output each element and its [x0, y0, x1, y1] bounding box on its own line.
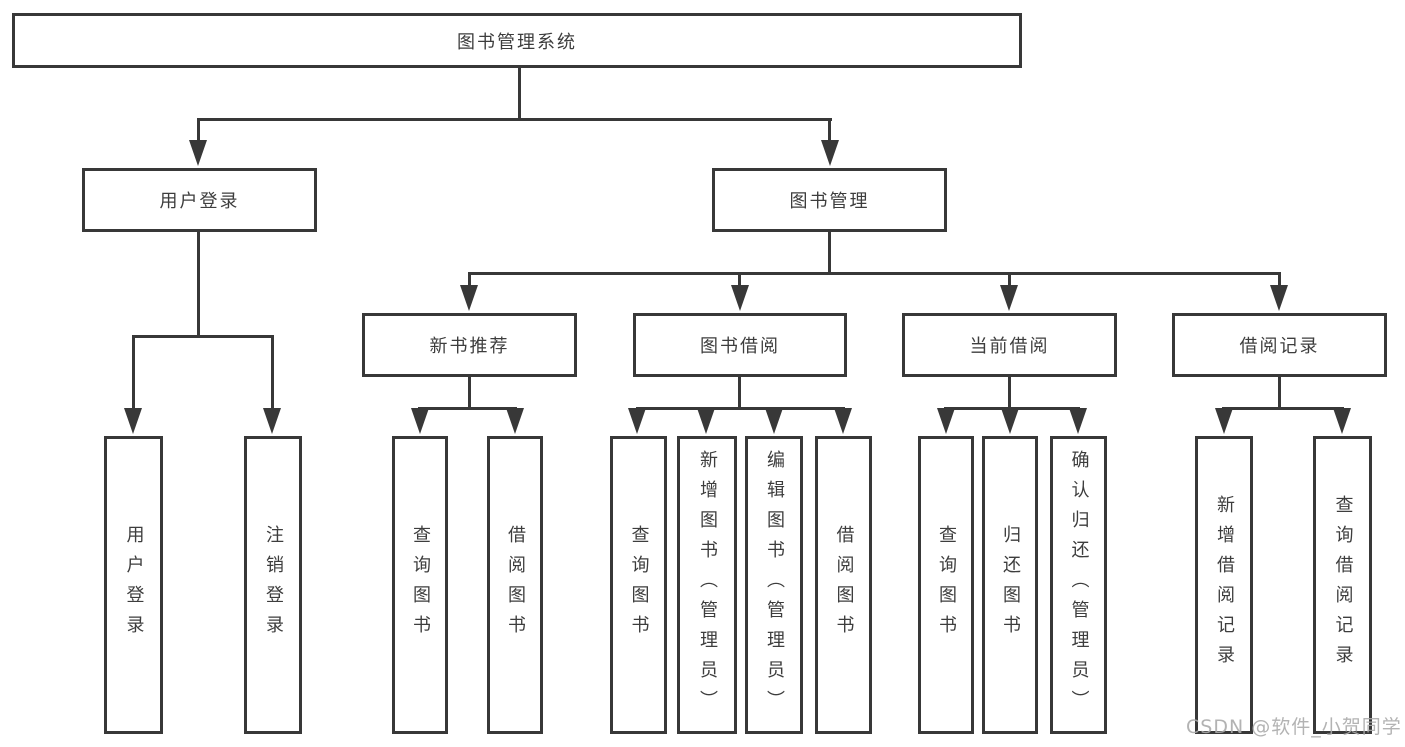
node-bb-query-book-label: 查询图书 [628, 525, 650, 645]
node-user-login-label: 用户登录 [159, 191, 240, 212]
connector-book-mgmt-branch [468, 272, 1281, 275]
node-cb-return-book: 归还图书 [982, 436, 1038, 734]
node-ul-logout-label: 注销登录 [263, 525, 284, 645]
node-ul-user-login: 用户登录 [104, 436, 163, 734]
arrowhead-book-mgmt [821, 140, 839, 166]
csdn-watermark: CSDN @软件_小贺同学 [1186, 716, 1402, 738]
node-root: 图书管理系统 [12, 13, 1022, 68]
node-br-add-record: 新增借阅记录 [1195, 436, 1253, 734]
node-book-borrow-label: 图书借阅 [700, 336, 780, 357]
connector-current-borrow-stem [1008, 377, 1011, 407]
node-br-add-record-label: 新增借阅记录 [1214, 495, 1235, 675]
arrowhead-cb-confirm-return [1069, 408, 1087, 434]
arrowhead-user-login [189, 140, 207, 166]
connector-new-book-rec-branch [418, 407, 517, 410]
connector-new-book-rec-stem [468, 377, 471, 407]
node-new-book-rec-label: 新书推荐 [429, 336, 510, 357]
node-ul-logout: 注销登录 [244, 436, 302, 734]
node-current-borrow-label: 当前借阅 [969, 336, 1050, 357]
connector-book-borrow-branch [636, 407, 845, 410]
node-ul-user-login-label: 用户登录 [123, 525, 145, 645]
connector-drop-borrow-records [1278, 272, 1281, 286]
node-book-mgmt: 图书管理 [712, 168, 947, 232]
connector-borrow-records-stem [1278, 377, 1281, 407]
arrowhead-bb-borrow-book [834, 408, 852, 434]
connector-user-login-stem [197, 232, 200, 335]
connector-book-borrow-stem [738, 377, 741, 407]
connector-book-mgmt-stem [828, 232, 831, 272]
node-br-query-record: 查询借阅记录 [1313, 436, 1372, 734]
node-book-mgmt-label: 图书管理 [789, 191, 870, 212]
arrowhead-br-query-record [1333, 408, 1351, 434]
node-cb-return-book-label: 归还图书 [1000, 525, 1021, 645]
node-cb-confirm-return-label: 确认归还（管理员） [1068, 450, 1090, 720]
connector-user-login-branch [132, 335, 274, 338]
connector-root-branch [197, 118, 832, 121]
node-nr-query-book-label: 查询图书 [410, 525, 431, 645]
arrowhead-book-borrow [731, 285, 749, 311]
arrowhead-cb-return-book [1001, 408, 1019, 434]
connector-drop-book-borrow [738, 272, 741, 286]
node-cb-query-book: 查询图书 [918, 436, 974, 734]
node-br-query-record-label: 查询借阅记录 [1332, 495, 1354, 675]
node-nr-borrow-book: 借阅图书 [487, 436, 543, 734]
node-bb-borrow-book-label: 借阅图书 [833, 525, 855, 645]
connector-user-login-drop-left [132, 335, 135, 408]
arrowhead-nr-query-book [411, 408, 429, 434]
node-bb-add-book-label: 新增图书（管理员） [697, 450, 718, 720]
node-bb-edit-book: 编辑图书（管理员） [745, 436, 803, 734]
connector-root-stem [518, 68, 521, 118]
arrowhead-borrow-records [1270, 285, 1288, 311]
node-book-borrow: 图书借阅 [633, 313, 847, 377]
arrowhead-new-book-rec [460, 285, 478, 311]
node-bb-borrow-book: 借阅图书 [815, 436, 872, 734]
connector-root-drop-left [197, 118, 200, 144]
arrowhead-bb-edit-book [765, 408, 783, 434]
node-nr-borrow-book-label: 借阅图书 [505, 525, 526, 645]
arrowhead-ul-logout [263, 408, 281, 434]
arrowhead-bb-query-book [628, 408, 646, 434]
node-new-book-rec: 新书推荐 [362, 313, 577, 377]
arrowhead-nr-borrow-book [506, 408, 524, 434]
arrowhead-bb-add-book [697, 408, 715, 434]
node-cb-confirm-return: 确认归还（管理员） [1050, 436, 1107, 734]
node-cb-query-book-label: 查询图书 [936, 525, 957, 645]
node-nr-query-book: 查询图书 [392, 436, 448, 734]
node-user-login: 用户登录 [82, 168, 317, 232]
arrowhead-ul-user-login [124, 408, 142, 434]
connector-drop-new-book-rec [468, 272, 471, 286]
node-bb-edit-book-label: 编辑图书（管理员） [764, 450, 785, 720]
node-bb-add-book: 新增图书（管理员） [677, 436, 737, 734]
node-borrow-records: 借阅记录 [1172, 313, 1387, 377]
connector-drop-current-borrow [1008, 272, 1011, 286]
connector-root-drop-right [828, 118, 831, 144]
arrowhead-current-borrow [1000, 285, 1018, 311]
arrowhead-br-add-record [1215, 408, 1233, 434]
node-bb-query-book: 查询图书 [610, 436, 667, 734]
node-root-label: 图书管理系统 [457, 31, 577, 53]
connector-user-login-drop-right [271, 335, 274, 408]
node-current-borrow: 当前借阅 [902, 313, 1117, 377]
node-borrow-records-label: 借阅记录 [1239, 336, 1320, 357]
arrowhead-cb-query-book [937, 408, 955, 434]
connector-borrow-records-branch [1222, 407, 1344, 410]
